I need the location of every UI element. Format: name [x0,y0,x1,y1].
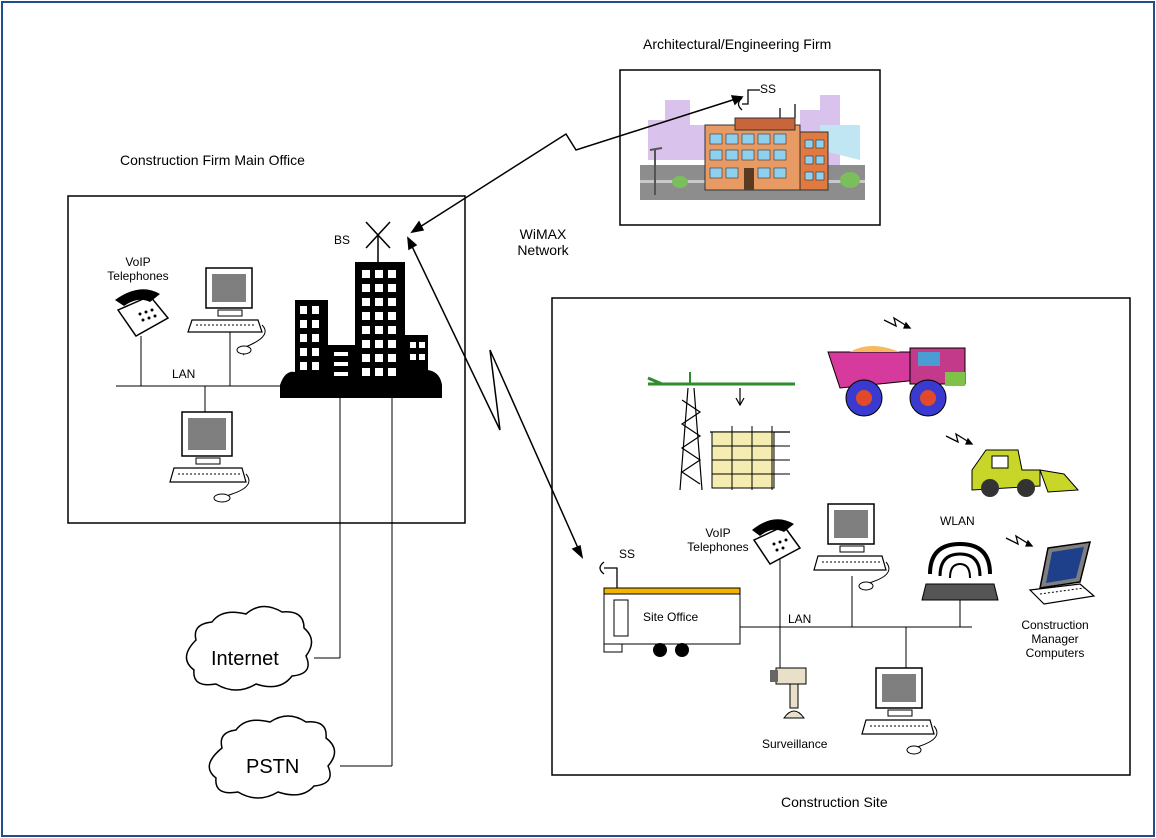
site-office-label: Site Office [643,610,699,624]
pstn-cloud-icon [208,715,336,799]
site-voip-label: VoIP Telephones [687,526,749,554]
laptop-computer-icon [1028,541,1096,605]
main-office-title: Construction Firm Main Office [120,152,305,168]
arch-building-image [640,85,865,205]
site-lan-label: LAN [788,612,812,626]
main-voip-label: VoIP Telephones [107,255,169,283]
desktop-computer-icon [169,411,250,503]
site-ss-label: SS [619,547,636,561]
bs-antenna-icon [365,221,391,262]
tower-crane-icon [647,372,795,491]
arch-firm-title: Architectural/Engineering Firm [643,36,832,52]
site-ss-antenna-icon [599,561,618,588]
voip-phone-icon [115,289,170,337]
desktop-computer-icon [861,667,938,755]
wimax-network-label: WiMAX Network [517,226,569,258]
desktop-computer-icon [813,503,890,591]
wlan-access-point-icon [921,541,999,601]
arch-ss-label: SS [760,82,777,96]
dump-truck-icon [827,346,966,417]
wimax-link-arch [410,95,744,234]
site-office-trailer-icon [603,587,741,657]
bs-label: BS [334,233,351,247]
construction-manager-label: Construction Manager Computers [1021,618,1089,660]
wireless-signal-icon [883,316,1034,547]
pstn-label: PSTN [246,756,300,778]
internet-cloud-icon [185,605,313,691]
site-lan-bus [740,556,972,668]
wlan-label: WLAN [940,514,975,528]
main-lan-bus [116,330,393,767]
surveillance-camera-icon [770,667,807,719]
office-building-icon [280,262,442,398]
construction-site-title: Construction Site [781,794,888,810]
internet-label: Internet [211,648,279,670]
surveillance-label: Surveillance [762,737,828,751]
building-under-construction-icon [711,426,790,490]
wimax-link-site [407,236,584,560]
desktop-computer-icon [187,267,266,356]
voip-phone-icon [752,519,802,565]
front-loader-icon [971,449,1080,497]
main-lan-label: LAN [172,367,196,381]
